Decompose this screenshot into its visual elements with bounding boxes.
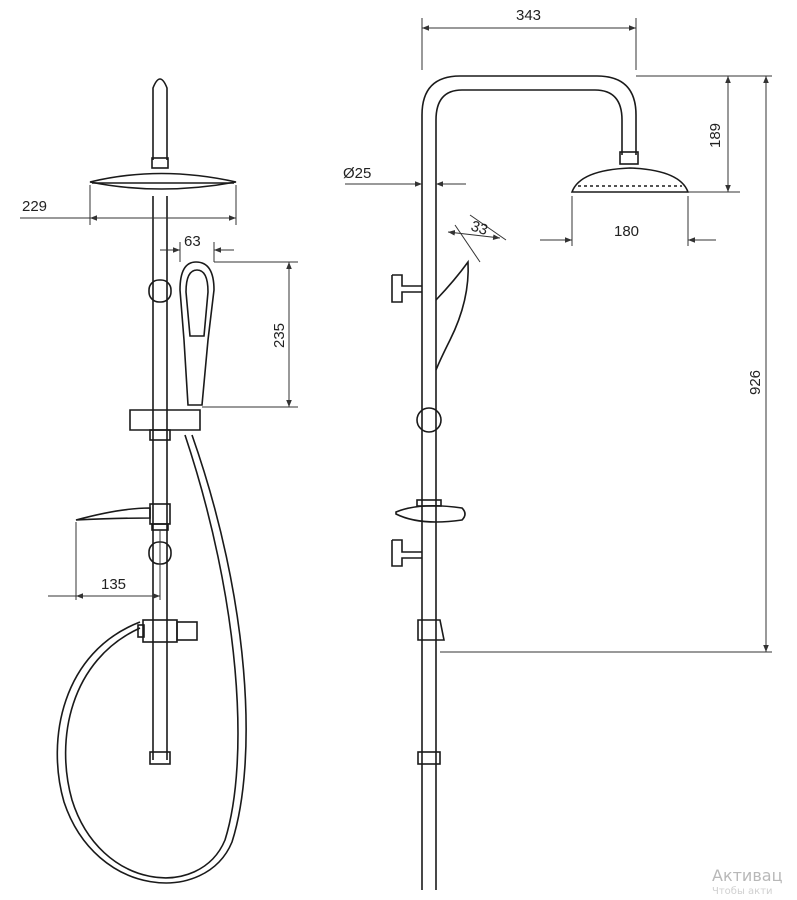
front-shower-hose — [64, 434, 239, 879]
side-riser-pipe — [421, 75, 637, 640]
front-showerhead — [89, 172, 237, 190]
side-hand-shower — [435, 259, 469, 371]
dim-hand-shower-length: 235 — [271, 323, 288, 348]
dim-rail-height: 926 — [747, 370, 764, 395]
side-view — [391, 75, 690, 890]
dim-pipe-diameter: Ø25 — [343, 165, 371, 182]
front-hand-shower — [179, 261, 215, 406]
front-wall-bracket-upper — [148, 279, 172, 303]
dim-shelf-depth: 135 — [101, 576, 126, 593]
front-soap-shelf — [75, 507, 151, 521]
side-head-mount — [619, 151, 639, 165]
side-hose — [421, 640, 437, 890]
front-main-rail — [152, 196, 168, 760]
dimension-lines — [20, 18, 772, 653]
dim-hand-shower-width: 63 — [184, 233, 201, 250]
dim-tilt-angle: 33 — [469, 218, 490, 239]
activation-watermark: Активац — [712, 866, 783, 885]
front-diverter — [142, 619, 178, 643]
dim-showerhead-front: 229 — [22, 198, 47, 215]
side-wall-bracket-upper — [391, 274, 422, 303]
dim-head-drop: 189 — [707, 123, 724, 148]
activation-watermark-sub: Чтобы акти — [712, 886, 773, 897]
side-soap-shelf — [395, 504, 466, 523]
side-slider-knob — [416, 407, 442, 433]
front-pipe-joint — [151, 157, 169, 169]
dim-showerhead-side: 180 — [614, 223, 639, 240]
front-slider-holder — [129, 409, 201, 431]
front-view — [56, 78, 247, 884]
side-diverter — [417, 619, 445, 641]
side-showerhead — [570, 167, 690, 193]
dim-arm-reach: 343 — [516, 7, 541, 24]
side-wall-bracket-lower — [391, 539, 422, 567]
front-rail-end-cap — [149, 751, 171, 765]
front-top-pipe — [152, 78, 168, 160]
